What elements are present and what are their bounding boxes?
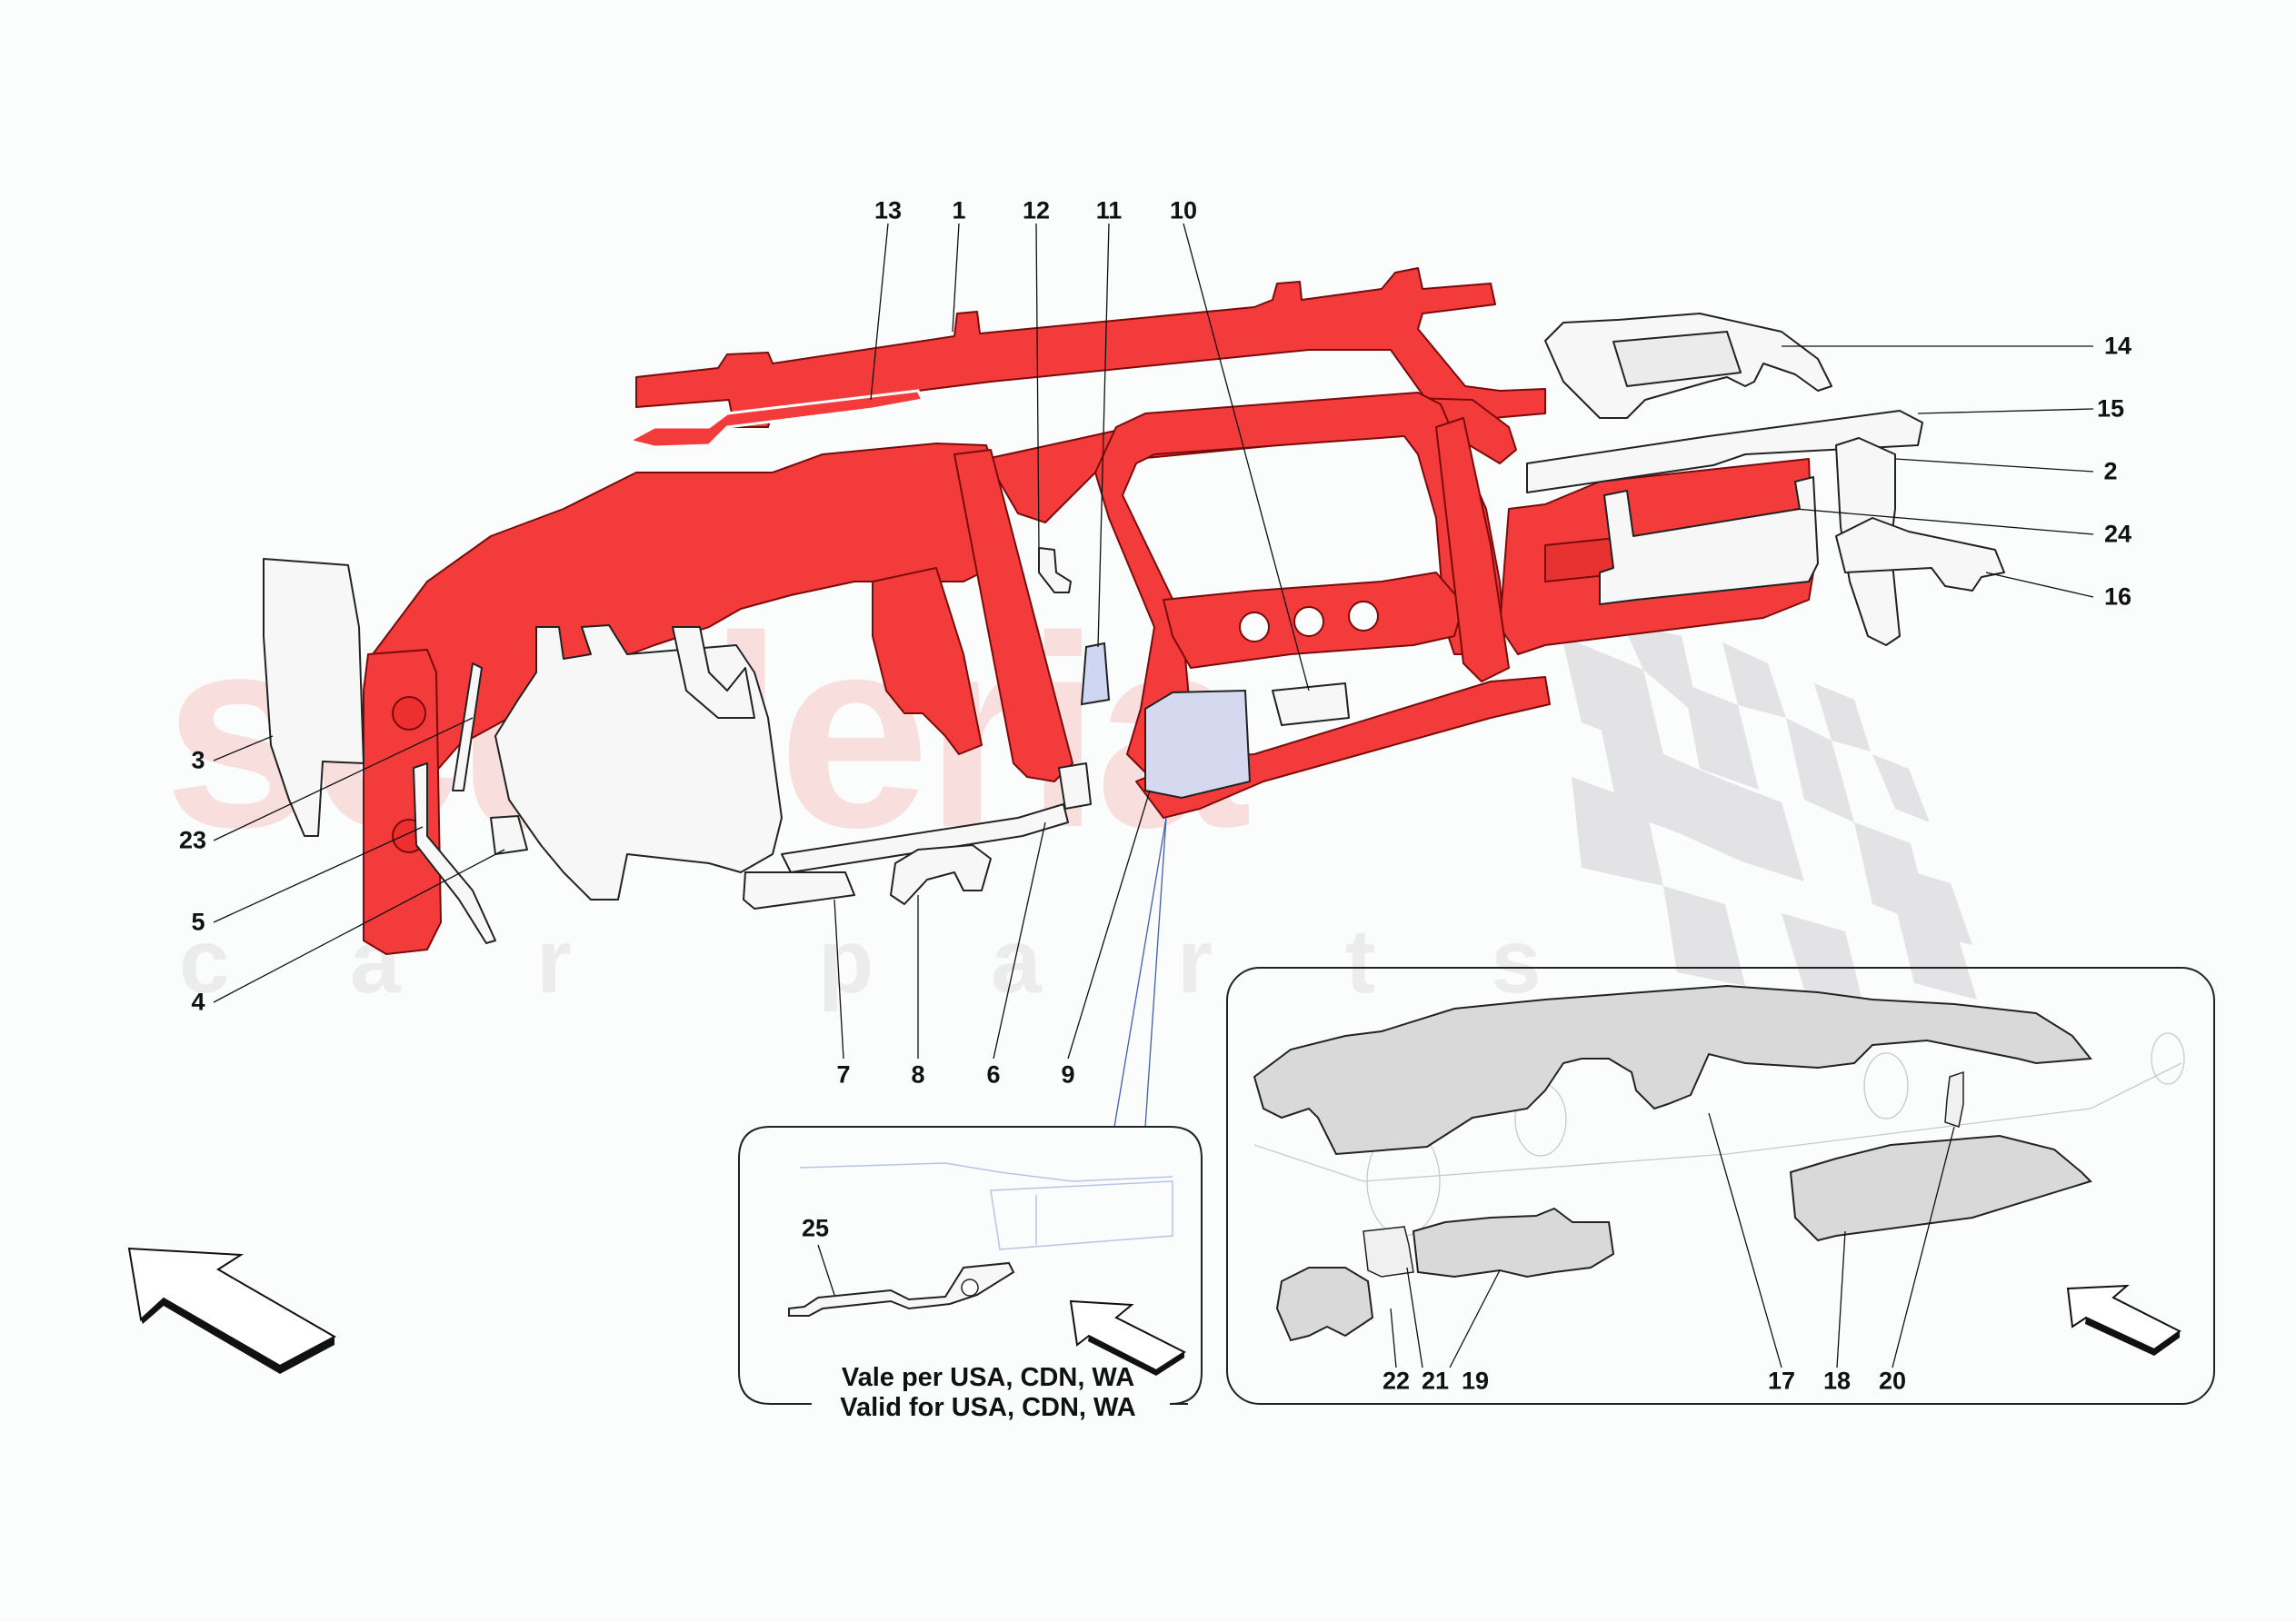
- part-4-bracket: [490, 815, 528, 855]
- callout-6[interactable]: 6: [986, 1060, 1001, 1089]
- part-18-glovebox: [1789, 1134, 2092, 1242]
- callout-23[interactable]: 23: [178, 826, 207, 854]
- callout-9[interactable]: 9: [1061, 1060, 1075, 1089]
- part-21-bracket: [1363, 1226, 1414, 1278]
- callout-22[interactable]: 22: [1382, 1367, 1411, 1395]
- callout-2[interactable]: 2: [2103, 457, 2118, 485]
- callout-15[interactable]: 15: [2096, 394, 2125, 423]
- watermark-letter: s: [1491, 911, 1542, 1012]
- part-17-dashboard-panel: [1253, 984, 2092, 1156]
- callout-16[interactable]: 16: [2103, 582, 2132, 611]
- part-19-duct: [1412, 1207, 1615, 1279]
- callout-25[interactable]: 25: [801, 1214, 830, 1242]
- part-8-bracket: [890, 844, 992, 905]
- usa-variant-note: Vale per USA, CDN, WA Valid for USA, CDN…: [788, 1363, 1188, 1423]
- callout-14[interactable]: 14: [2103, 332, 2132, 360]
- part-15-rail: [1526, 410, 1923, 493]
- part-22-bracket: [1275, 1267, 1374, 1342]
- part-20-bracket: [1944, 1070, 1964, 1128]
- callout-18[interactable]: 18: [1822, 1367, 1852, 1395]
- watermark-letter: r: [536, 911, 572, 1012]
- callout-11[interactable]: 11: [1095, 196, 1123, 224]
- callout-17[interactable]: 17: [1767, 1367, 1796, 1395]
- callout-20[interactable]: 20: [1878, 1367, 1907, 1395]
- leader-lines-inset-link: [1113, 817, 1167, 1128]
- callout-12[interactable]: 12: [1022, 196, 1051, 224]
- part-16-bracket: [1835, 517, 2005, 592]
- part-23-rod: [452, 662, 483, 791]
- watermark-letter: r: [1177, 911, 1213, 1012]
- callout-4[interactable]: 4: [191, 988, 205, 1016]
- watermark-letter: p: [818, 911, 874, 1012]
- callout-5[interactable]: 5: [191, 908, 205, 936]
- callout-10[interactable]: 10: [1169, 196, 1198, 224]
- callout-7[interactable]: 7: [836, 1060, 851, 1089]
- note-line-english: Valid for USA, CDN, WA: [840, 1393, 1136, 1422]
- callout-24[interactable]: 24: [2103, 520, 2132, 548]
- callout-21[interactable]: 21: [1421, 1367, 1450, 1395]
- callout-19[interactable]: 19: [1461, 1367, 1490, 1395]
- callout-1[interactable]: 1: [952, 196, 966, 224]
- part-13-bracket: [624, 389, 925, 449]
- part-25-bracket: [788, 1261, 1015, 1317]
- part-24-bracket: [1599, 476, 1819, 605]
- callout-3[interactable]: 3: [191, 746, 205, 774]
- part-5-bracket: [413, 762, 496, 944]
- leader-lines-main: [213, 223, 2094, 1060]
- part-3-side-plate: [263, 558, 364, 837]
- part-9-bracket: [1144, 689, 1252, 800]
- part-10-bracket: [1272, 682, 1350, 726]
- inset-dashboard-panel: [1226, 967, 2215, 1405]
- view-direction-arrow-main: [127, 1247, 337, 1374]
- callout-8[interactable]: 8: [911, 1060, 925, 1089]
- part-11-bracket: [1080, 642, 1111, 706]
- white-brackets: [263, 313, 2005, 944]
- checkered-flag-watermark: [1562, 623, 1977, 1004]
- inset-usa-variant: [738, 1126, 1203, 1405]
- usa-variant-parts: [1080, 642, 1252, 800]
- watermark-letter: t: [1345, 911, 1376, 1012]
- watermark-letter: c: [179, 911, 230, 1012]
- note-line-italian: Vale per USA, CDN, WA: [841, 1363, 1135, 1392]
- callout-13[interactable]: 13: [873, 196, 903, 224]
- part-12-bracket: [1038, 547, 1072, 593]
- part-7-bracket: [743, 871, 855, 910]
- watermark-letter: a: [991, 911, 1042, 1012]
